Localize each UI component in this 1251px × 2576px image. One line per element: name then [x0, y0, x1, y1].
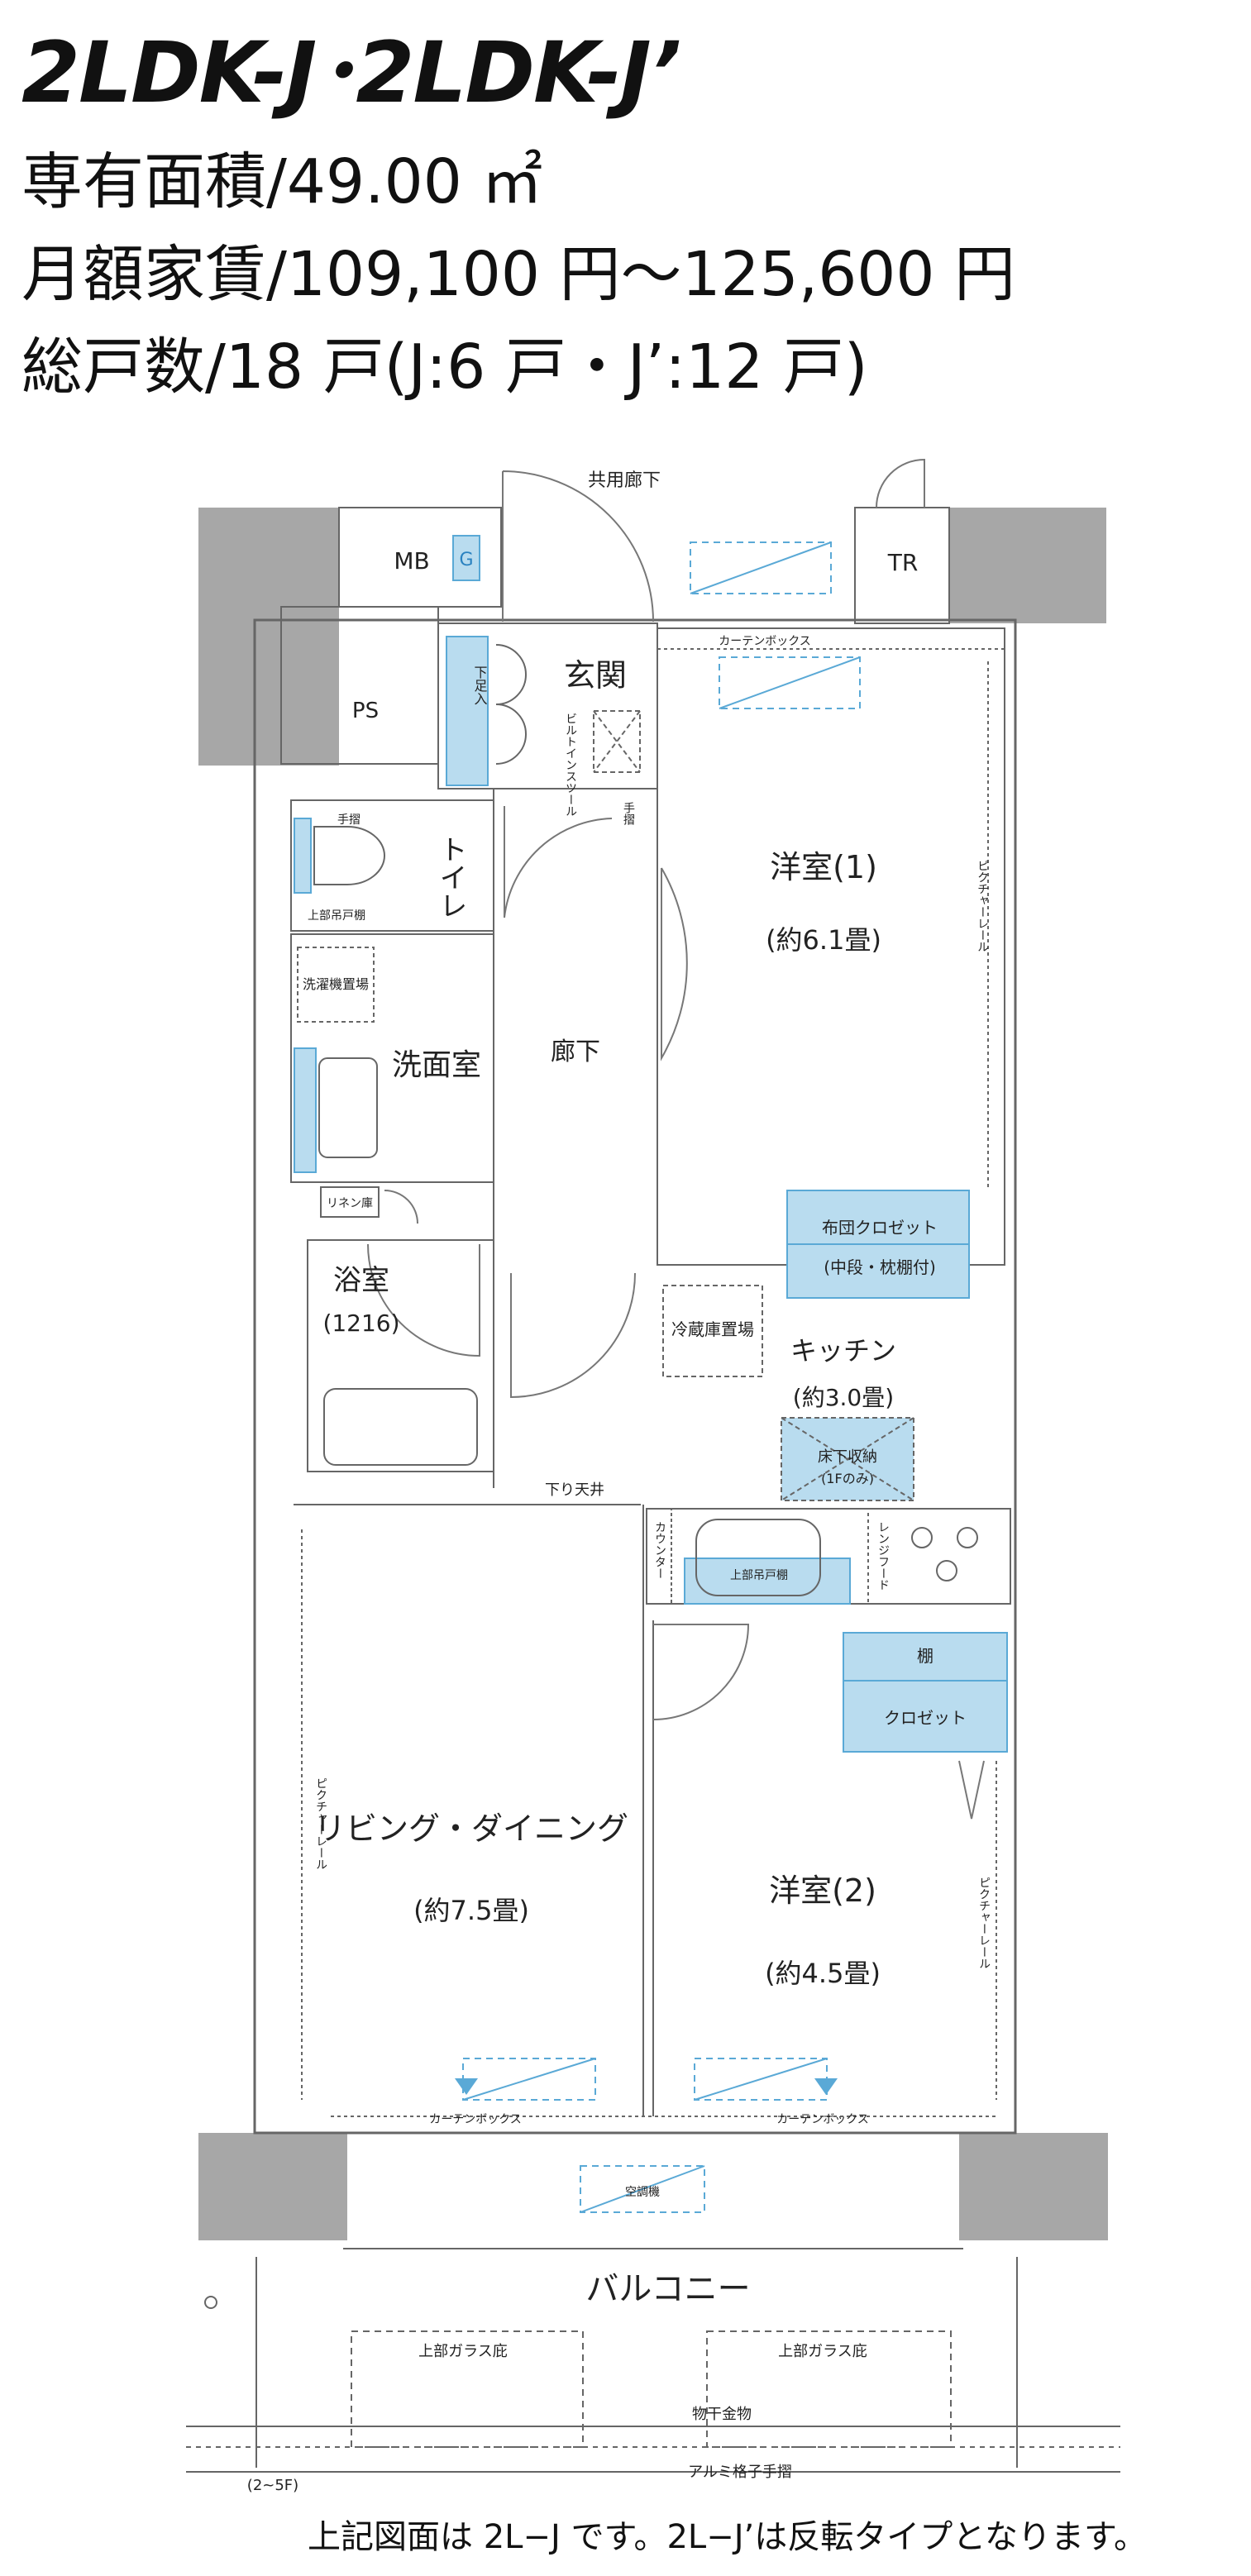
label-corridor: 廊下 [551, 1038, 600, 1066]
label-room1: 洋室(1) [770, 849, 877, 885]
label-picture-rail-living: ピクチャーレール [314, 1777, 327, 1870]
toilet-bowl [313, 826, 385, 885]
built-in-stool [593, 710, 641, 773]
shoe-cabinet [446, 636, 489, 786]
column-top-right [949, 508, 1106, 623]
closet-door [958, 1760, 985, 1820]
label-room2: 洋室(2) [769, 1872, 876, 1909]
shelf-cabinet [843, 1632, 1008, 1682]
window-marker-room2 [814, 2078, 838, 2095]
label-glass-eave-left: 上部ガラス庇 [418, 2343, 508, 2360]
shoe-door-2 [495, 704, 527, 765]
label-curtain-box-right: カーテンボックス [776, 2113, 869, 2126]
rent-text: 月額家賃/109,100 円～125,600 円 [21, 239, 1015, 310]
label-picture-rail-2: ピクチャーレール [977, 1877, 991, 1969]
washer-space [297, 947, 375, 1023]
label-mb: MB [394, 547, 429, 575]
aircon-top [690, 541, 832, 594]
units-text: 総戸数/18 戸(J:6 戸・J’:12 戸) [21, 332, 868, 403]
label-curtain-box-left: カーテンボックス [429, 2113, 522, 2126]
label-built-in-shoe: ビルトインスツール [564, 713, 577, 817]
label-balcony: バルコニー [585, 2270, 750, 2308]
label-toilet: トイレ [434, 835, 467, 919]
label-living-size: (約7.5畳) [413, 1895, 529, 1926]
wall-mb-tr [854, 507, 950, 624]
area-text: 専有面積/49.00 ㎡ [21, 146, 543, 217]
washroom-door [384, 1190, 418, 1224]
label-linen: リネン庫 [327, 1196, 373, 1210]
label-futon-closet-note: (中段・枕棚付) [824, 1257, 936, 1277]
shoe-door-1 [495, 644, 527, 705]
bath-door [367, 1243, 480, 1357]
label-room1-size: (約6.1畳) [766, 924, 881, 956]
label-closet: クロゼット [884, 1708, 967, 1728]
toilet-fixture [294, 818, 312, 894]
wash-basin [318, 1057, 378, 1158]
label-futon-closet: 布団クロゼット [822, 1218, 938, 1238]
label-g: G [459, 550, 473, 570]
fridge-space [662, 1285, 763, 1377]
label-entrance: 玄関 [564, 657, 627, 694]
label-lowered-ceiling: 下り天井 [545, 1481, 604, 1499]
outer-wall [253, 618, 1017, 2135]
label-shoe-box: 下足入 [472, 665, 488, 705]
label-curtain-box-top: カーテンボックス [719, 635, 811, 648]
label-ps: PS [352, 699, 379, 723]
drain-marker [204, 2296, 217, 2309]
label-counter: カウンター [653, 1521, 666, 1579]
entrance-door [502, 470, 654, 623]
label-underfloor: 床下収納 [818, 1448, 877, 1466]
label-shelf: 棚 [917, 1646, 933, 1666]
footnote: 上記図面は 2L−J です。2L−J’は反転タイプとなります。 [308, 2518, 1148, 2556]
label-drying-hardware: 物干金物 [692, 2406, 752, 2423]
burner-1 [911, 1527, 933, 1548]
label-underfloor-note: (1Fのみ) [821, 1471, 874, 1486]
label-handrail: アルミ格子手摺 [688, 2464, 792, 2481]
label-washer-space: 洗濯機置場 [303, 976, 369, 992]
label-range-hood: レンジフード [876, 1521, 890, 1591]
label-washroom: 洗面室 [392, 1048, 481, 1082]
wash-basin-counter [294, 1047, 317, 1173]
label-kitchen-size: (約3.0畳) [793, 1384, 894, 1411]
room1-door [661, 867, 688, 1061]
label-room2-size: (約4.5畳) [765, 1958, 881, 1989]
column-top-left [198, 508, 339, 766]
g-meter [452, 535, 480, 581]
label-common-corridor: 共用廊下 [588, 470, 661, 491]
label-kitchen: キッチン [790, 1335, 896, 1367]
counter-strip [646, 1508, 672, 1605]
label-bath-size: (1216) [322, 1309, 399, 1337]
label-picture-rail-1: ピクチャーレール [976, 860, 989, 952]
plan-title: 2LDK-J･2LDK-J’ [21, 24, 681, 122]
room2-door [652, 1624, 750, 1720]
label-bath: 浴室 [333, 1264, 389, 1297]
label-fridge: 冷蔵庫置場 [671, 1319, 754, 1339]
burner-2 [957, 1527, 978, 1548]
corridor-door [510, 1272, 636, 1399]
column-bottom-left [198, 2133, 347, 2240]
aircon-outdoor [580, 2165, 705, 2213]
label-floor-note: (2~5F) [247, 2477, 298, 2494]
label-tr: TR [887, 549, 919, 576]
closet-cabinet [843, 1680, 1008, 1753]
window-marker-living [455, 2078, 478, 2095]
label-glass-eave-right: 上部ガラス庇 [778, 2343, 867, 2360]
label-aircon: 空調機 [625, 2186, 660, 2199]
label-railing-entry: 手摺 [622, 802, 635, 825]
tr-door [876, 458, 925, 508]
label-toilet-rail: 手摺 [337, 813, 360, 827]
sink [695, 1519, 821, 1596]
label-sink-cabinet: 上部吊戸棚 [730, 1569, 788, 1582]
burner-3 [936, 1560, 957, 1581]
glass-eave-right [706, 2330, 952, 2448]
label-upper-cabinet: 上部吊戸棚 [308, 909, 365, 923]
column-bottom-right [959, 2133, 1108, 2240]
bathtub [323, 1388, 478, 1466]
linen-cabinet [320, 1186, 380, 1218]
toilet-door [504, 806, 613, 918]
aircon-room1 [719, 656, 861, 709]
label-living: リビング・ダイニング [314, 1810, 628, 1847]
